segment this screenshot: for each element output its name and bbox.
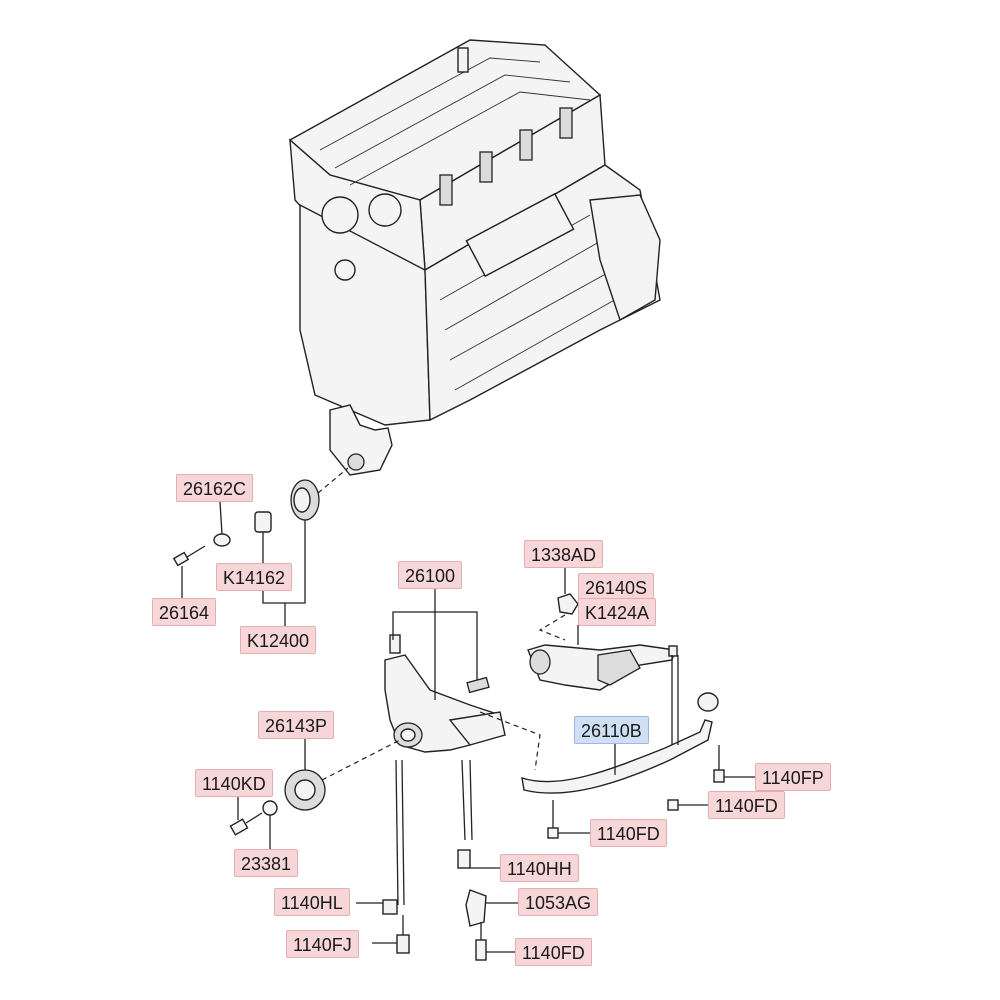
crank-sprocket-group [172,467,349,567]
oil-pump-group [229,593,725,961]
label-26140S: 26140S [578,573,655,601]
label-1140FD-middle: 1140FD [590,819,667,847]
leader-lines [181,501,755,953]
engine-block [288,39,661,476]
label-1140HL: 1140HL [274,888,350,916]
label-26110B: 26110B [574,716,649,744]
label-K14162: K14162 [216,563,293,591]
label-1053AG: 1053AG [518,888,599,916]
label-1140KD: 1140KD [195,769,273,797]
label-1338AD: 1338AD [524,540,604,568]
label-26164: 26164 [152,598,217,626]
label-26143P: 26143P [258,711,335,739]
label-K12400: K12400 [240,626,317,654]
label-1140FJ: 1140FJ [286,930,359,958]
label-1140HH: 1140HH [500,854,579,882]
label-1140FD-lower: 1140FD [515,938,592,966]
label-1140FP: 1140FP [755,763,831,791]
label-23381: 23381 [234,849,299,877]
label-K1424A: K1424A [578,598,657,626]
label-26100: 26100 [398,561,463,589]
label-26162C: 26162C [176,474,254,502]
label-1140FD-upper: 1140FD [708,791,785,819]
